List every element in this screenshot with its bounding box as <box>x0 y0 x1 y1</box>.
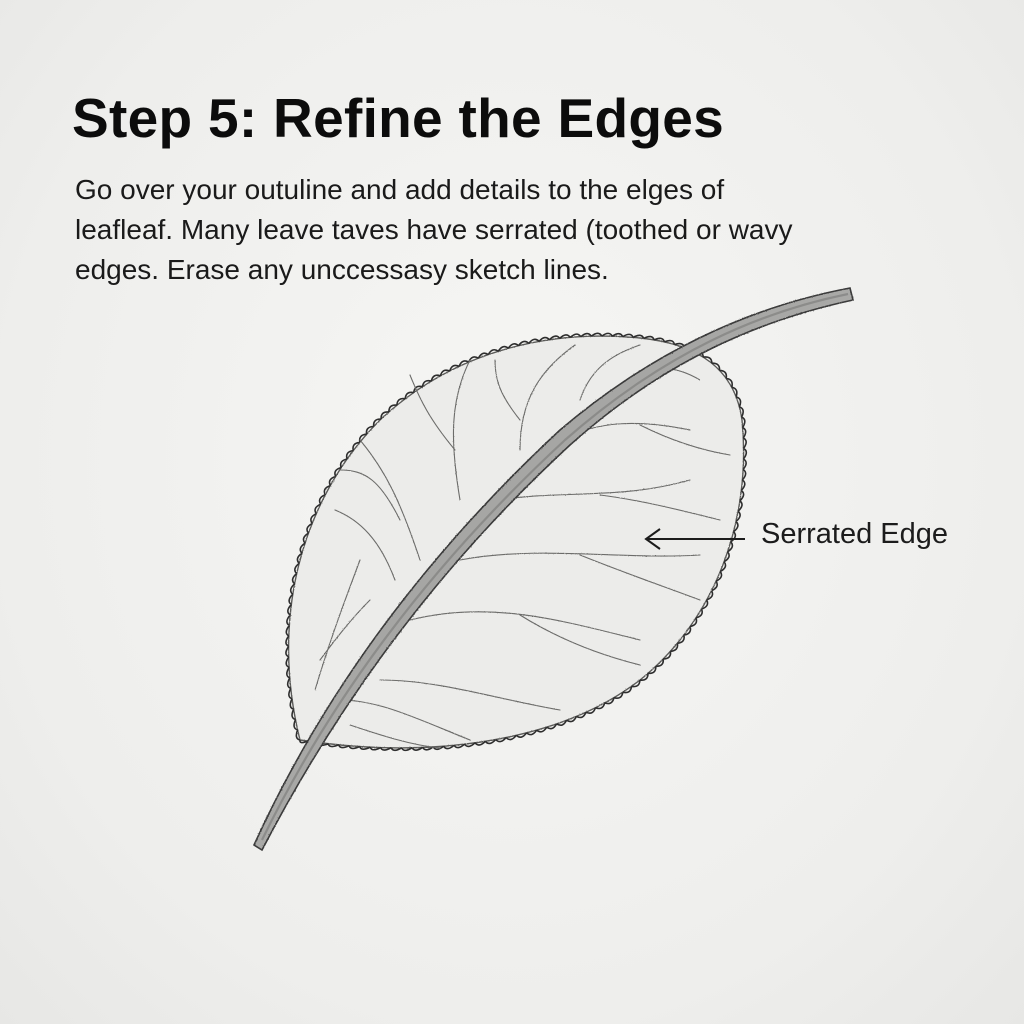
leaf-stem <box>252 287 854 852</box>
page-title: Step 5: Refine the Edges <box>72 87 725 149</box>
instructions-text: Go over your outuline and add details to… <box>75 170 955 290</box>
stem-shading <box>261 292 849 841</box>
serrated-edge-label: Serrated Edge <box>761 518 949 550</box>
instructions-line-3: edges. Erase any unccessasy sketch lines… <box>75 254 609 285</box>
instructions-line-2: leafleaf. Many leave taves have serrated… <box>75 214 793 245</box>
serration-teeth <box>285 332 748 752</box>
serrated-edge <box>285 332 748 752</box>
instructions-line-1: Go over your outuline and add details to… <box>75 174 725 205</box>
callout-arrow <box>644 528 745 550</box>
